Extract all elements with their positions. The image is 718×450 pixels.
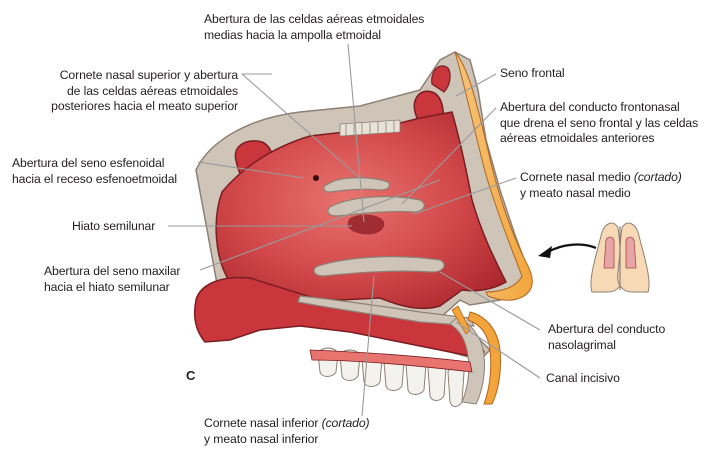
label-frontonasal-duct: Abertura del conducto frontonasal que dr…	[500, 100, 698, 147]
label-middle-concha: Cornete nasal medio (cortado) y meato na…	[520, 170, 682, 201]
sphenoid-opening-dot	[313, 175, 319, 181]
label-incisive-canal: Canal incisivo	[546, 371, 620, 387]
arrow-head-icon	[538, 246, 552, 258]
label-nasolacrimal-duct: Abertura del conducto nasolagrimal	[548, 322, 665, 353]
label-ethmoid-middle: Abertura de las celdas aéreas etmoidales…	[204, 12, 424, 43]
label-frontal-sinus: Seno frontal	[500, 66, 565, 82]
orientation-arrow	[548, 245, 596, 252]
label-sphenoid-opening: Abertura del seno esfenoidal hacia el re…	[12, 156, 177, 187]
label-inferior-concha: Cornete nasal inferior (cortado) y meato…	[204, 416, 369, 447]
label-maxillary-opening: Abertura del seno maxilar hacia el hiato…	[44, 264, 180, 295]
panel-letter: C	[186, 368, 195, 383]
label-semilunar-hiatus: Hiato semilunar	[72, 219, 155, 235]
label-superior-concha: Cornete nasal superior y abertura de las…	[36, 68, 238, 115]
nose-inset	[591, 223, 649, 292]
